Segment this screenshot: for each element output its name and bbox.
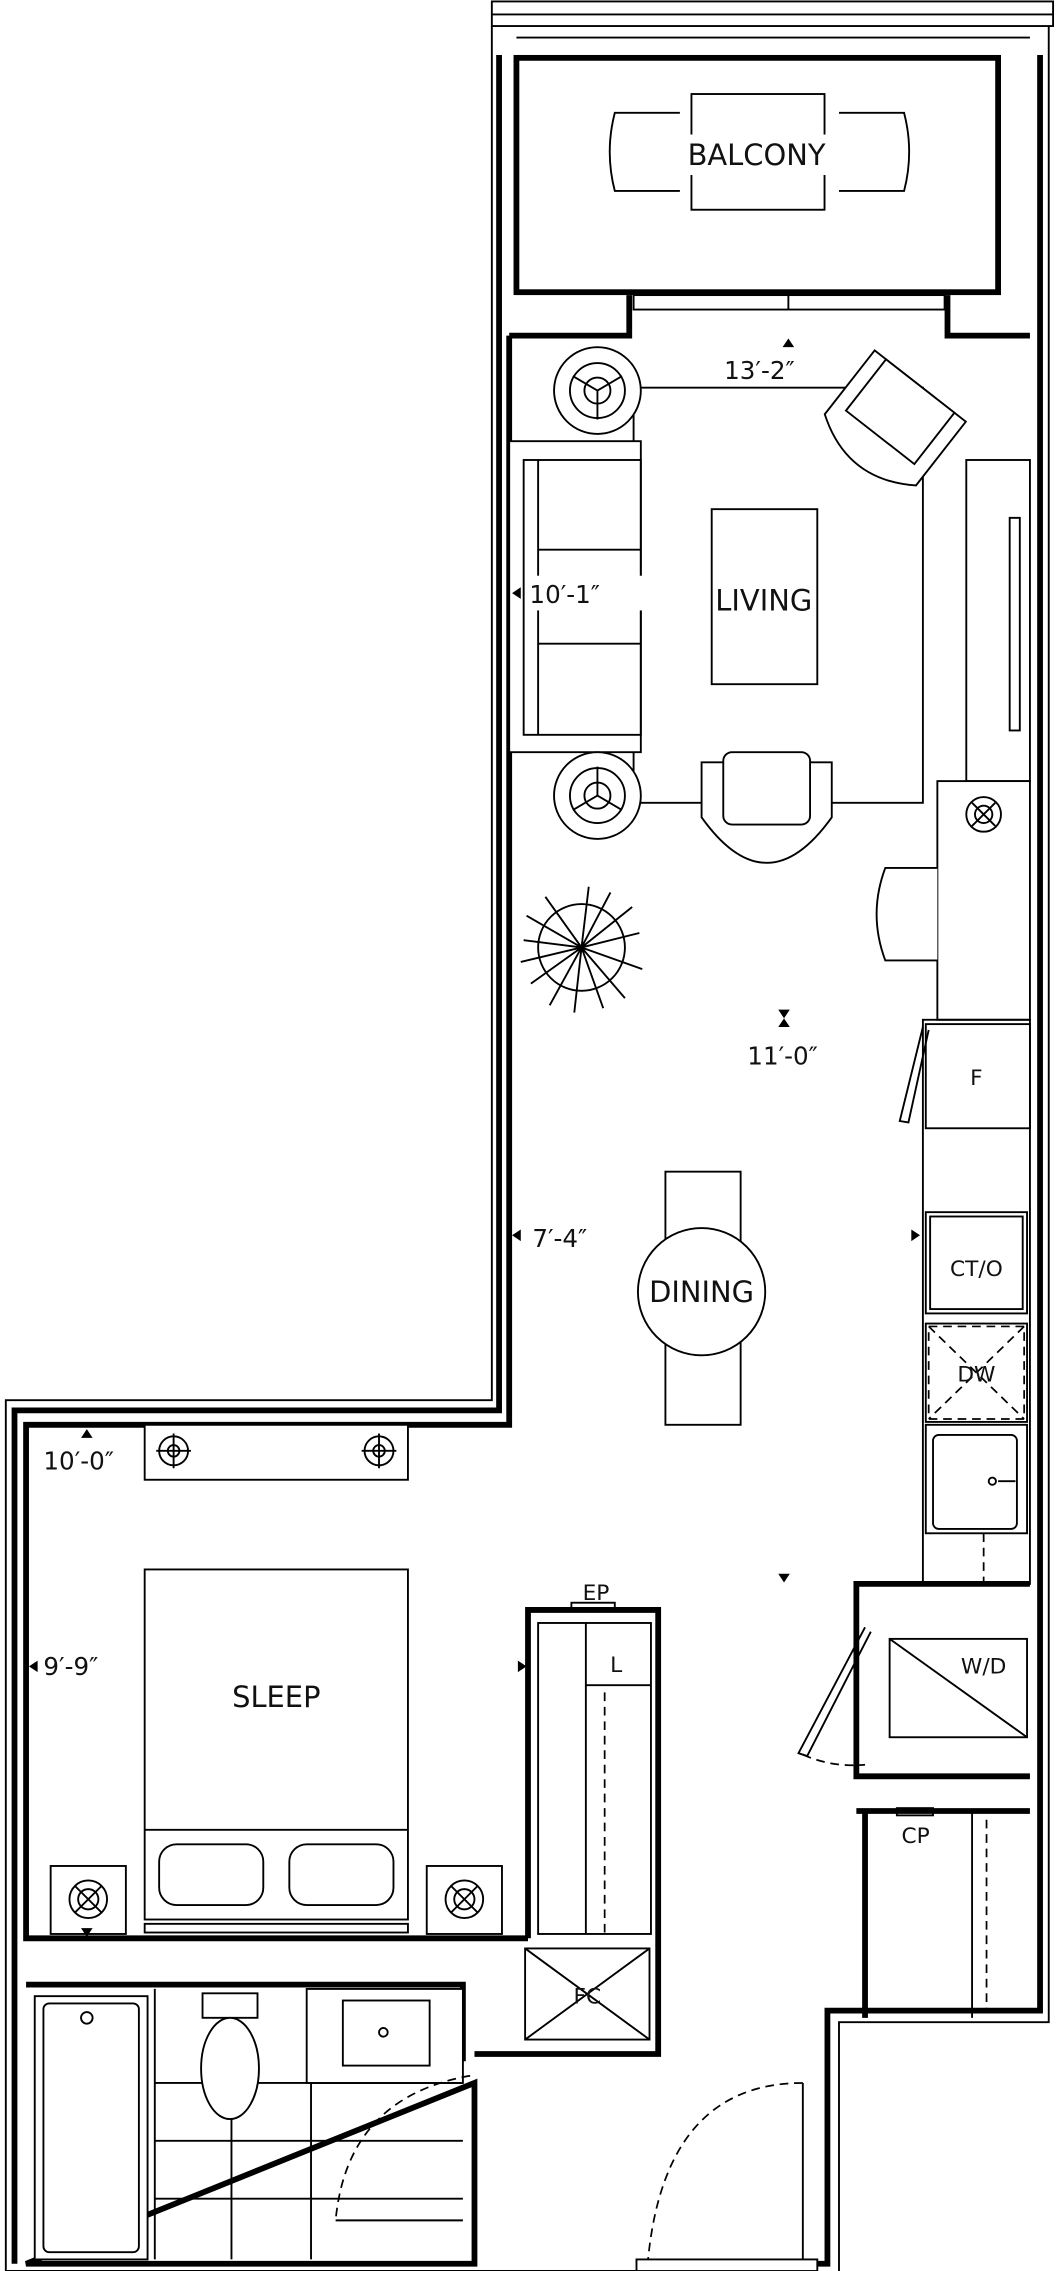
coffee-table xyxy=(710,508,819,686)
fixture-label-electrical-panel: EP xyxy=(583,1581,610,1606)
room-label-balcony: BALCONY xyxy=(688,138,826,172)
room-label-sleep: SLEEP xyxy=(232,1680,320,1714)
dim-living-depth: 10′-1″ xyxy=(529,580,600,609)
cooktop-oven xyxy=(924,1211,1028,1315)
fixture-icon xyxy=(965,796,1002,833)
fixture-label-washer-dryer: W/D xyxy=(961,1655,1006,1680)
fixture-label-cooktop-oven: CT/O xyxy=(950,1257,1003,1282)
lamp-icon xyxy=(553,346,642,435)
walls xyxy=(4,0,1055,2271)
fixture-label-fridge: F xyxy=(970,1066,982,1091)
dim-sleep-width: 10′-0″ xyxy=(43,1447,114,1476)
fixture-icon xyxy=(361,1433,397,1469)
room-label-living: LIVING xyxy=(715,583,812,617)
fixture-icon xyxy=(156,1433,191,1469)
bedroom-furniture xyxy=(49,1423,652,2041)
entry-door-sill xyxy=(635,2258,819,2271)
sink xyxy=(924,1423,1028,1535)
entry-door-swing xyxy=(647,2082,803,2260)
dim-dining-width: 7′-4″ xyxy=(532,1224,587,1253)
room-label-dining: DINING xyxy=(649,1275,754,1309)
fixture-label-closet-panel: CP xyxy=(902,1824,930,1849)
fixture-label-dishwasher: DW xyxy=(957,1362,995,1387)
fixture-label-fan-coil: FC xyxy=(573,1984,601,2009)
closet-walls xyxy=(474,1607,662,2057)
desk-chair xyxy=(875,866,938,962)
closet xyxy=(537,1622,652,1935)
dining-table xyxy=(636,1170,767,1426)
toilet xyxy=(201,1992,259,2019)
laundry xyxy=(797,1626,1028,2018)
dim-kitchen-length: 11′-0″ xyxy=(747,1042,818,1071)
armchair xyxy=(823,349,968,487)
desk xyxy=(936,780,1031,1021)
tv-unit xyxy=(143,1423,409,1481)
dim-living-width: 13′-2″ xyxy=(724,356,795,385)
fixture-label-linen: L xyxy=(610,1653,622,1678)
balcony-outline xyxy=(513,54,1002,296)
kitchen xyxy=(875,459,1031,1585)
lamp-icon xyxy=(553,751,642,840)
bed xyxy=(143,1568,409,1921)
bathroom xyxy=(33,1987,804,2261)
bathtub xyxy=(33,1995,149,2261)
dim-sleep-depth: 9′-9″ xyxy=(43,1652,98,1681)
fridge xyxy=(924,1023,1031,1130)
bathroom-door-swing xyxy=(334,2074,471,2221)
plant-icon xyxy=(520,886,643,1013)
chair xyxy=(700,751,833,864)
